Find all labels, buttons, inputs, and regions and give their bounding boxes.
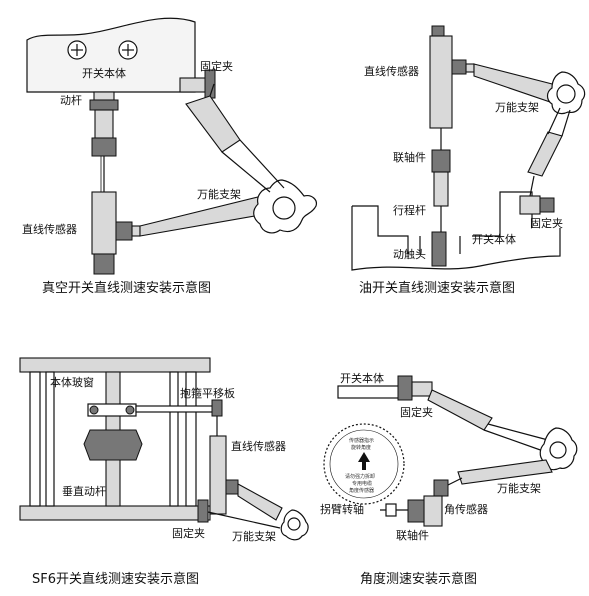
vacuum-linear-sensor — [91, 191, 117, 255]
vacuum-switch-body — [26, 17, 196, 93]
angle-caption: 角度测速安装示意图 — [360, 571, 477, 587]
oil-label-linear-sensor: 直线传感器 — [364, 64, 419, 78]
sf6-glass-window — [83, 429, 143, 461]
oil-linear-sensor — [429, 35, 453, 129]
oil-caption: 油开关直线测速安装示意图 — [359, 280, 515, 296]
angle-bracket-upper-arm — [427, 389, 493, 431]
angle-panel: 传感器指示 旋转角度 请勿强力拆卸 专用电缆 角度传感器 开关本体 固定夹 万能… — [320, 371, 578, 587]
oil-label-switch-body: 开关本体 — [472, 232, 516, 246]
vacuum-label-moving-rod: 动杆 — [60, 93, 82, 107]
screw-icon — [118, 40, 138, 60]
vacuum-bracket-lower-arm — [139, 195, 267, 237]
angle-bracket-lower-arm — [457, 459, 553, 485]
vacuum-label-universal-bracket: 万能支架 — [197, 187, 241, 201]
oil-panel: 直线传感器 万能支架 联轴件 行程杆 固定夹 开关本体 动触头 油开关直线测速安… — [351, 25, 586, 296]
vacuum-caption: 真空开关直线测速安装示意图 — [42, 280, 211, 296]
oil-coupling — [431, 149, 451, 173]
angle-switch-body — [337, 385, 401, 399]
vacuum-label-switch-body: 开关本体 — [82, 66, 126, 80]
oil-switch-body — [351, 191, 561, 271]
sf6-label-clamp-plate: 抱箍平移板 — [180, 386, 235, 400]
angle-dial: 传感器指示 旋转角度 请勿强力拆卸 专用电缆 角度传感器 — [323, 423, 405, 505]
angle-fixing-clamp — [411, 381, 433, 397]
vacuum-panel: 开关本体 固定夹 动杆 万能支架 直线传感器 真空开关直线测速安装示意图 — [22, 17, 317, 296]
sf6-label-universal-bracket: 万能支架 — [232, 529, 276, 543]
angle-label-crank-shaft: 拐臂转轴 — [320, 502, 364, 516]
angle-label-universal-bracket: 万能支架 — [497, 481, 541, 495]
svg-text:专用电缆: 专用电缆 — [352, 480, 372, 487]
sf6-panel: 本体玻窗 抱箍平移板 直线传感器 垂直动杆 固定夹 万能支架 SF6开关直线测速… — [19, 357, 309, 587]
sf6-label-body-glass-window: 本体玻窗 — [50, 375, 94, 389]
oil-label-coupling: 联轴件 — [393, 150, 426, 164]
vacuum-label-fixing-clamp: 固定夹 — [200, 59, 233, 73]
oil-label-moving-contact: 动触头 — [393, 247, 426, 261]
angle-sensor — [423, 495, 443, 527]
oil-label-universal-bracket: 万能支架 — [495, 100, 539, 114]
oil-bracket-lower-arm — [527, 131, 563, 177]
sf6-bracket-arm — [237, 483, 283, 521]
sf6-linear-sensor — [209, 435, 227, 515]
angle-coupling — [407, 499, 425, 523]
svg-text:传感器指示: 传感器指示 — [349, 437, 374, 444]
angle-label-fixing-clamp: 固定夹 — [400, 405, 433, 419]
oil-label-fixing-clamp: 固定夹 — [530, 216, 563, 230]
angle-label-angle-sensor: 角传感器 — [444, 503, 488, 516]
sf6-label-linear-sensor: 直线传感器 — [231, 439, 286, 453]
svg-text:角度传感器: 角度传感器 — [349, 487, 374, 494]
vacuum-label-linear-sensor: 直线传感器 — [22, 222, 77, 236]
sf6-fixing-clamp — [197, 499, 209, 523]
vacuum-bracket-upper-arm — [185, 95, 241, 153]
sf6-frame-bottom — [19, 505, 211, 521]
sf6-label-fixing-clamp: 固定夹 — [172, 526, 205, 540]
angle-label-switch-body: 开关本体 — [340, 371, 384, 385]
oil-fixing-clamp — [519, 195, 541, 215]
oil-stroke-rod — [431, 231, 447, 267]
sf6-caption: SF6开关直线测速安装示意图 — [32, 571, 199, 587]
oil-label-stroke-rod: 行程杆 — [393, 203, 426, 217]
angle-label-coupling: 联轴件 — [396, 528, 429, 542]
svg-text:请勿强力拆卸: 请勿强力拆卸 — [345, 473, 375, 480]
screw-icon — [67, 40, 87, 60]
sf6-label-vertical-rod: 垂直动杆 — [62, 484, 106, 498]
sf6-frame-top — [19, 357, 211, 373]
svg-text:旋转角度: 旋转角度 — [351, 444, 371, 451]
vacuum-moving-rod — [93, 91, 115, 101]
